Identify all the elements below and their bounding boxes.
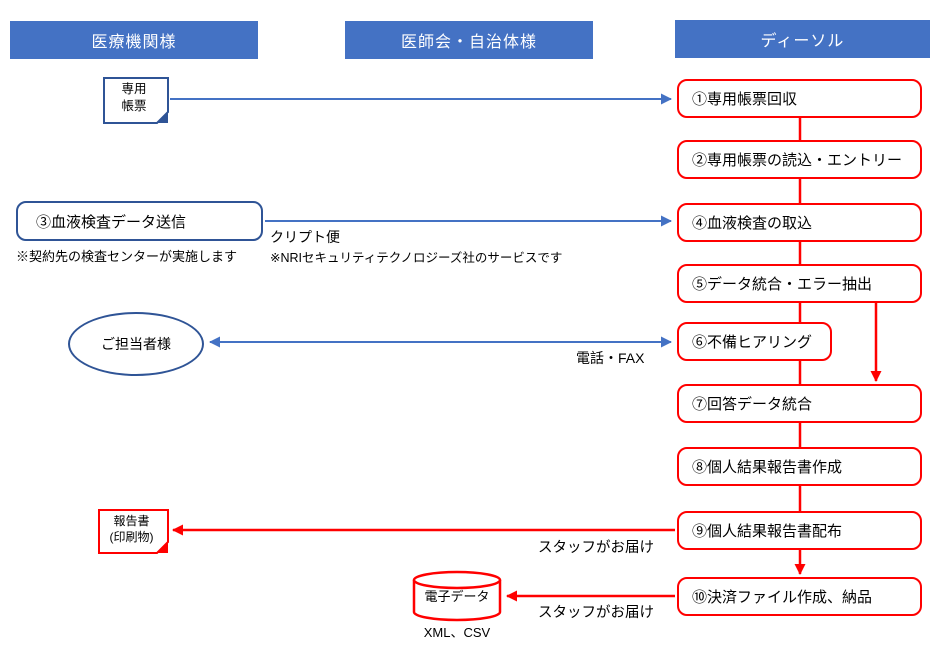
annotation-blood-note: ※契約先の検査センターが実施します xyxy=(16,249,238,264)
database-format-note: XML、CSV xyxy=(423,625,491,640)
report-document-line2: (印刷物) xyxy=(109,530,154,545)
flow-step-5: ⑤データ統合・エラー抽出 xyxy=(677,264,922,303)
annotation-staff-delivery-report: スタッフがお届け xyxy=(538,540,654,556)
form-document-line1: 専用 xyxy=(121,82,147,96)
flow-step-10: ⑩決済ファイル作成、納品 xyxy=(677,577,922,616)
flow-step-2: ②専用帳票の読込・エントリー xyxy=(677,140,922,179)
form-document-label: 専用 帳票 xyxy=(103,81,165,115)
report-document-label: 報告書 (印刷物) xyxy=(98,513,165,545)
annotation-staff-delivery-data: スタッフがお届け xyxy=(538,605,654,621)
flow-step-9: ⑨個人結果報告書配布 xyxy=(677,511,922,550)
annotation-crypto-note: ※NRIセキュリティテクノロジーズ社のサービスです xyxy=(270,251,563,265)
report-document-shape xyxy=(98,509,169,554)
flow-step-7: ⑦回答データ統合 xyxy=(677,384,922,423)
report-document-line1: 報告書 xyxy=(113,514,150,528)
database-cylinder-label: 電子データ xyxy=(424,589,490,604)
blood-test-send-box: ③血液検査データ送信 xyxy=(16,201,263,241)
flow-step-6: ⑥不備ヒアリング xyxy=(677,322,832,361)
lane-header-medical: 医療機関様 xyxy=(10,21,258,59)
annotation-phone-fax: 電話・FAX xyxy=(576,350,645,366)
flow-step-1: ①専用帳票回収 xyxy=(677,79,922,118)
annotation-crypto-label: クリプト便 xyxy=(270,229,340,245)
contact-person-ellipse: ご担当者様 xyxy=(68,312,204,376)
lane-header-association: 医師会・自治体様 xyxy=(345,21,593,59)
flow-step-4: ④血液検査の取込 xyxy=(677,203,922,242)
lane-header-dsol: ディーソル xyxy=(675,20,930,58)
form-document-shape xyxy=(103,77,169,124)
flow-step-8: ⑧個人結果報告書作成 xyxy=(677,447,922,486)
database-cylinder-shape xyxy=(412,570,502,622)
form-document-line2: 帳票 xyxy=(121,98,147,113)
